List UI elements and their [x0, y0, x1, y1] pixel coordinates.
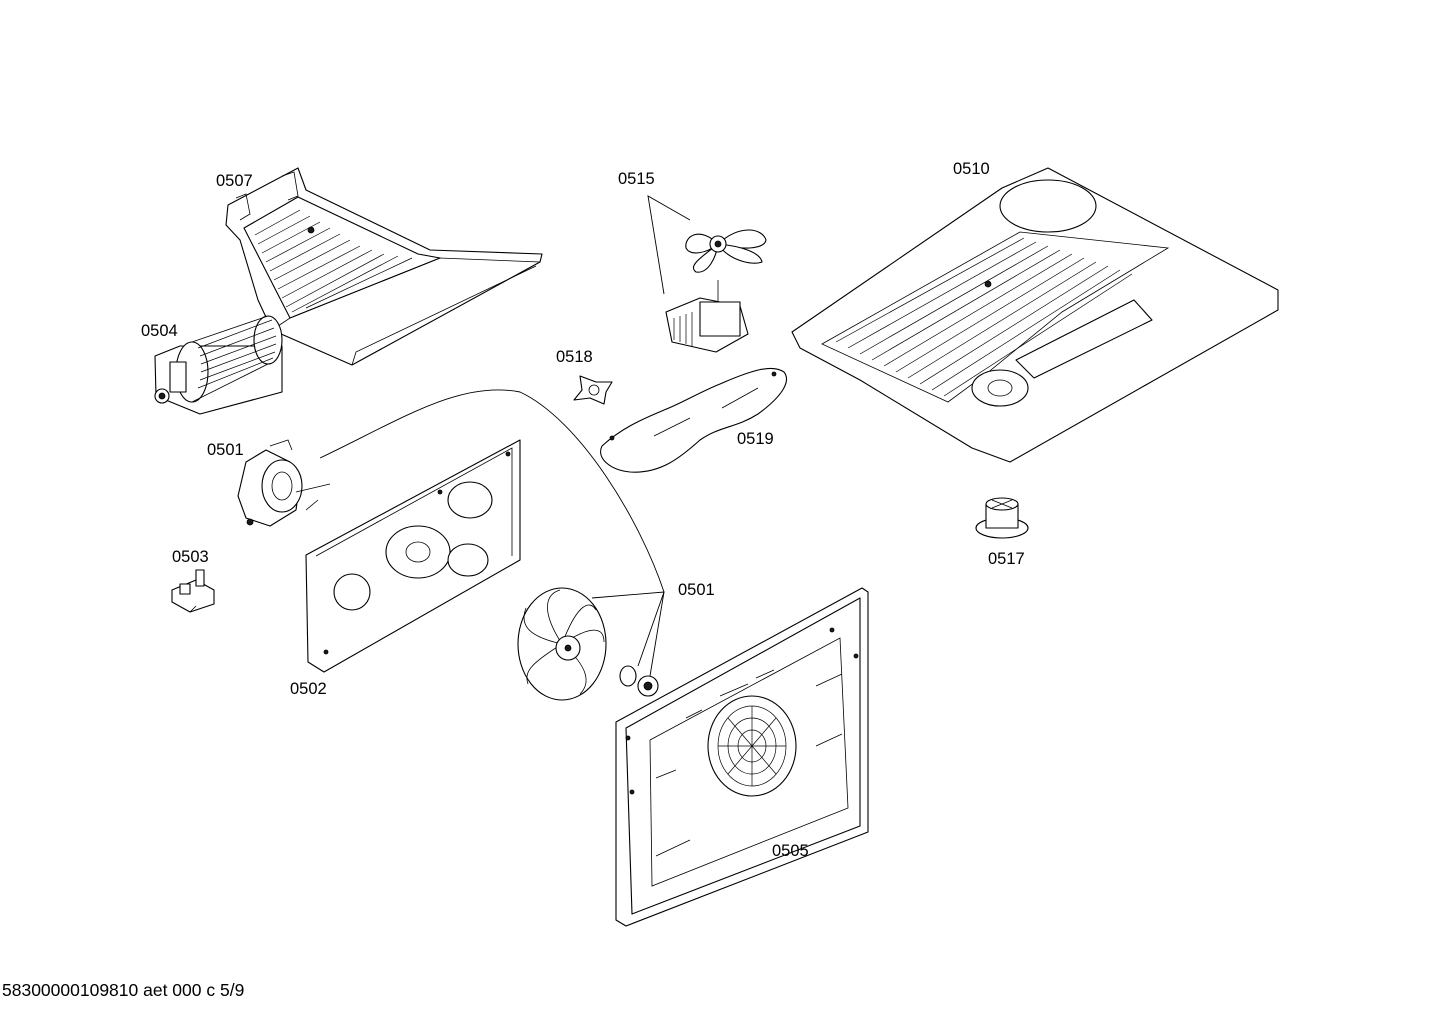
- part-0507-duct-cover[interactable]: [226, 168, 542, 365]
- callout-0517: 0517: [988, 550, 1025, 568]
- document-reference: 58300000109810 aet 000 c 5/9: [2, 980, 245, 1000]
- part-0503-thermostat[interactable]: [172, 570, 214, 612]
- callout-0519: 0519: [737, 430, 774, 448]
- part-0501-fan-nut[interactable]: [620, 666, 658, 696]
- callout-0502: 0502: [290, 680, 327, 698]
- part-0515-cooling-fan-motor[interactable]: [666, 280, 748, 352]
- callout-0515: 0515: [618, 170, 655, 188]
- callout-0510: 0510: [953, 160, 990, 178]
- part-0501-fan-motor[interactable]: [238, 440, 330, 526]
- callout-0504: 0504: [141, 322, 178, 340]
- part-0504-tangential-fan[interactable]: [155, 316, 282, 414]
- part-0517-lamp-holder[interactable]: [976, 498, 1028, 538]
- part-0502-rear-panel[interactable]: [306, 440, 520, 672]
- part-0518-bracket[interactable]: [574, 376, 612, 404]
- callout-0507: 0507: [216, 172, 253, 190]
- callout-0501-motor: 0501: [207, 441, 244, 459]
- part-0519-duct-plate[interactable]: [601, 368, 787, 472]
- part-0501-fan-wheel[interactable]: [518, 588, 606, 700]
- callout-0503: 0503: [172, 548, 209, 566]
- callout-0518: 0518: [556, 348, 593, 366]
- callout-0505: 0505: [772, 842, 809, 860]
- part-0505-oven-rear-wall[interactable]: [616, 588, 868, 926]
- part-0515-cooling-fan-blade[interactable]: [686, 230, 766, 272]
- callout-0501-fan: 0501: [678, 581, 715, 599]
- part-0510-top-plate[interactable]: [792, 168, 1278, 462]
